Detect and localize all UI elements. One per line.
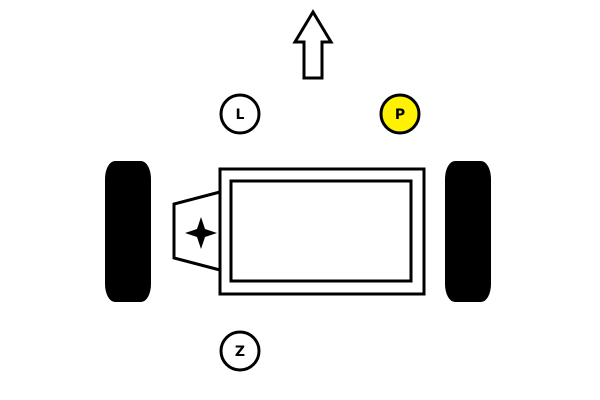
mount-right-label: P: [395, 107, 405, 123]
arrow-up-icon: [292, 9, 334, 80]
right-wheel: [445, 161, 491, 302]
mount-left: L: [219, 93, 261, 135]
gearbox-housing: [172, 190, 221, 272]
engine-block-inner: [229, 179, 413, 283]
left-wheel: [105, 161, 151, 302]
engine-block-outer: [218, 167, 426, 296]
mount-rear: Z: [219, 330, 261, 372]
mount-left-label: L: [236, 107, 245, 123]
mount-right: P: [379, 93, 421, 135]
mount-rear-label: Z: [235, 344, 245, 360]
four-point-star-icon: [185, 217, 217, 249]
